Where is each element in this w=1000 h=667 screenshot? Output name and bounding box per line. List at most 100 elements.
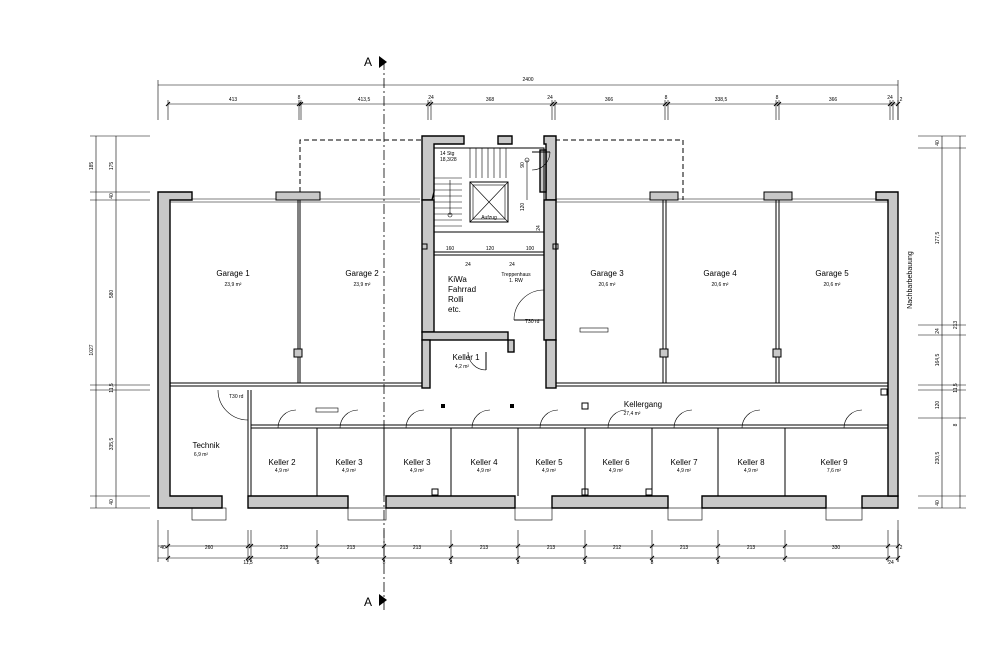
room-area-keller-9: 7,6 m²: [827, 468, 842, 474]
room-name-keller-3b: Keller 3: [403, 458, 431, 467]
dim-bottom-1: 260: [205, 545, 214, 551]
room-area-keller-4: 4,9 m²: [477, 468, 492, 474]
storage-label: KiWa Fahrrad Rolli etc.: [448, 275, 476, 314]
room-area-keller-6: 4,9 m²: [609, 468, 624, 474]
dim-top-2: 413,5: [358, 97, 371, 103]
stair-labels: 14 Stg 18,3/28 Aufzug 160 120 100 24 24 …: [440, 151, 542, 284]
stair-dim-7: 90: [520, 162, 526, 168]
dim-bottom2-7: 8: [717, 560, 720, 566]
stair-dim-5: 120: [520, 203, 526, 212]
stair-dim-3: 24: [465, 262, 471, 268]
stair-dim-2: 100: [526, 246, 535, 252]
dim-top-10: 366: [829, 97, 838, 103]
dim-bottom2-0: 11,5: [243, 560, 253, 566]
room-area-technik: 6,9 m²: [194, 452, 209, 458]
room-area-keller-8: 4,9 m²: [744, 468, 759, 474]
stair-dim-6: 24: [536, 225, 542, 231]
dim-right-3: 213: [953, 321, 959, 330]
dim-bottom-11: 2: [900, 545, 903, 551]
dim-bottom-7: 212: [613, 545, 622, 551]
dim-top-3: 24: [428, 95, 434, 101]
storage-line-2: Rolli: [448, 295, 464, 304]
staircase: [433, 147, 545, 233]
storage-line-1: Fahrrad: [448, 285, 476, 294]
dim-left-1: 1027: [89, 344, 95, 355]
dim-top-12: 2: [900, 97, 903, 103]
bottom-windows: [191, 507, 863, 521]
dim-top-0: 413: [229, 97, 238, 103]
left-dimensions: 185 1027 11,5 40 175 40 580 335,5: [89, 135, 150, 509]
dim-left-2: 11,5: [109, 383, 115, 393]
exterior-walls: [157, 135, 899, 509]
room-area-kellergang: 27,4 m²: [624, 411, 641, 417]
dim-bottom-5: 213: [480, 545, 489, 551]
stair-dim-1: 120: [486, 246, 495, 252]
dim-right-5: 11,5: [953, 383, 959, 393]
dim-right-2: 24: [935, 328, 941, 334]
interior-walls: [170, 200, 888, 496]
room-name-garage-3: Garage 3: [590, 269, 624, 278]
dim-top-1: 8: [298, 95, 301, 101]
room-area-garage-4: 20,6 m²: [712, 282, 729, 288]
bottom-dimensions: 40 260 213 213 213 213 213 212 213 213 3…: [157, 520, 903, 566]
dim-right-0: 40: [935, 140, 941, 146]
room-name-kellergang: Kellergang: [624, 400, 662, 409]
stairwell-label: Treppenhaus: [501, 272, 531, 278]
dim-right-8: 230,5: [935, 452, 941, 465]
room-name-keller-2: Keller 2: [268, 458, 296, 467]
stair-ratio: 18,3/28: [440, 157, 457, 163]
top-dimensions: 2400 413 8 413,5 24 368 24 366 8 338,5 8…: [157, 77, 903, 120]
dim-top-6: 366: [605, 97, 614, 103]
dim-right-4: 164,5: [935, 354, 941, 367]
dim-bottom2-1: 8: [317, 560, 320, 566]
dim-left-3: 40: [109, 499, 115, 505]
dim-bottom-10: 330: [832, 545, 841, 551]
stairwell-level: 1. RW: [509, 278, 523, 284]
dim-top-8: 338,5: [715, 97, 728, 103]
room-name-keller-6: Keller 6: [602, 458, 630, 467]
door-rating-stair: T30 rd: [525, 319, 540, 325]
dim-bottom-0: 40: [160, 545, 166, 551]
section-arrow-top: [379, 56, 387, 68]
room-labels: Garage 1 23,9 m² Garage 2 23,9 m² Garage…: [192, 269, 849, 474]
room-name-keller-8: Keller 8: [737, 458, 765, 467]
storage-line-0: KiWa: [448, 275, 467, 284]
dim-left-6: 580: [109, 290, 115, 299]
right-dimensions: 40 177,5 24 213 164,5 11,5 120 8 230,5 4…: [918, 135, 966, 509]
dim-top-5: 24: [547, 95, 553, 101]
dim-bottom-3: 213: [347, 545, 356, 551]
dim-right-1: 177,5: [935, 232, 941, 245]
dim-left-7: 335,5: [109, 438, 115, 451]
dim-bottom2-4: 8: [517, 560, 520, 566]
room-name-keller-7: Keller 7: [670, 458, 698, 467]
room-area-garage-2: 23,9 m²: [354, 282, 371, 288]
overhang-left: [299, 139, 422, 200]
section-label-bottom: A: [364, 595, 372, 609]
dim-bottom2-8: 24: [888, 560, 894, 566]
room-area-keller-5: 4,9 m²: [542, 468, 557, 474]
dim-bottom-8: 213: [680, 545, 689, 551]
dim-right-7: 8: [953, 423, 959, 426]
dim-left-0: 185: [89, 162, 95, 171]
room-name-technik: Technik: [192, 441, 220, 450]
section-label-top: A: [364, 55, 372, 69]
dim-top-9: 8: [776, 95, 779, 101]
dim-top-4: 368: [486, 97, 495, 103]
dim-left-4: 175: [109, 162, 115, 171]
room-name-garage-2: Garage 2: [345, 269, 379, 278]
dim-bottom2-3: 8: [450, 560, 453, 566]
dim-right-9: 40: [935, 500, 941, 506]
room-name-garage-5: Garage 5: [815, 269, 849, 278]
dim-bottom-4: 213: [413, 545, 422, 551]
dim-top-11: 24: [887, 95, 893, 101]
dim-bottom2-5: 8: [584, 560, 587, 566]
room-area-garage-1: 23,9 m²: [225, 282, 242, 288]
doors: [217, 151, 863, 429]
fixtures: [315, 243, 888, 496]
room-name-keller-5: Keller 5: [535, 458, 563, 467]
stair-steps: 14 Stg: [440, 151, 455, 157]
dim-bottom2-2: 8: [383, 560, 386, 566]
stair-dim-0: 160: [446, 246, 455, 252]
stair-dim-4: 24: [509, 262, 515, 268]
